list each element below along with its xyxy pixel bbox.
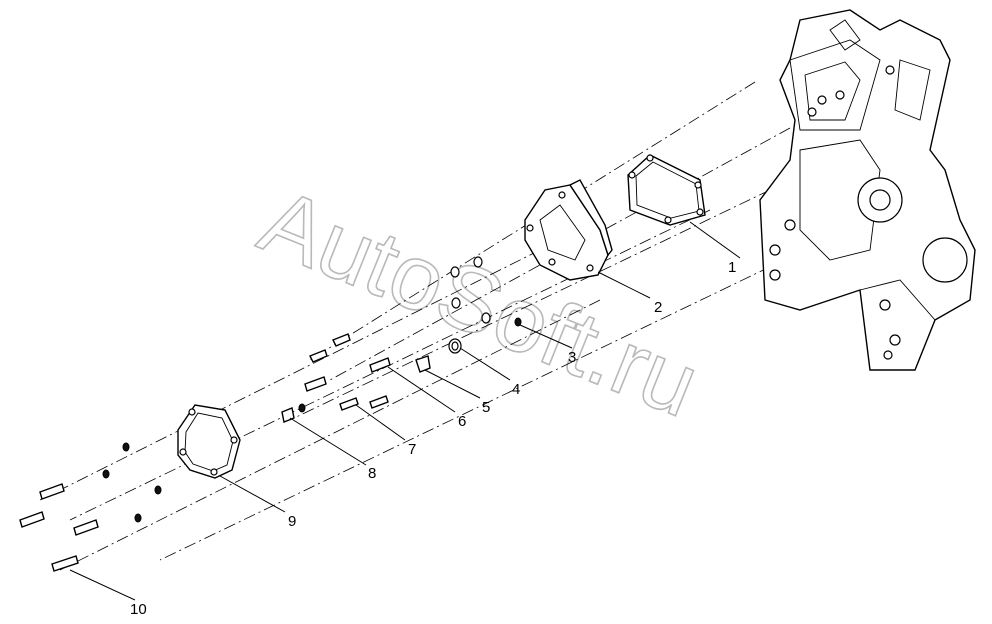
callout-5: 5 bbox=[482, 399, 490, 416]
callout-2: 2 bbox=[654, 299, 662, 316]
callout-labels: 1 2 3 4 5 6 7 8 9 10 bbox=[130, 259, 736, 618]
part-1-gasket bbox=[627, 154, 706, 226]
callout-6: 6 bbox=[458, 413, 466, 430]
callout-9: 9 bbox=[288, 513, 296, 530]
callout-8: 8 bbox=[368, 465, 376, 482]
callout-7: 7 bbox=[408, 441, 416, 458]
part-9-plate bbox=[177, 404, 241, 479]
main-housing bbox=[759, 9, 976, 371]
callout-3: 3 bbox=[568, 349, 576, 366]
washers bbox=[298, 256, 522, 413]
callout-10: 10 bbox=[130, 601, 147, 618]
bolts-middle bbox=[281, 333, 431, 423]
callout-4: 4 bbox=[512, 381, 520, 398]
leader-lines bbox=[69, 221, 741, 601]
part-2-cover bbox=[524, 179, 613, 281]
callout-1: 1 bbox=[728, 259, 736, 276]
bolts-lower-left bbox=[19, 442, 162, 572]
